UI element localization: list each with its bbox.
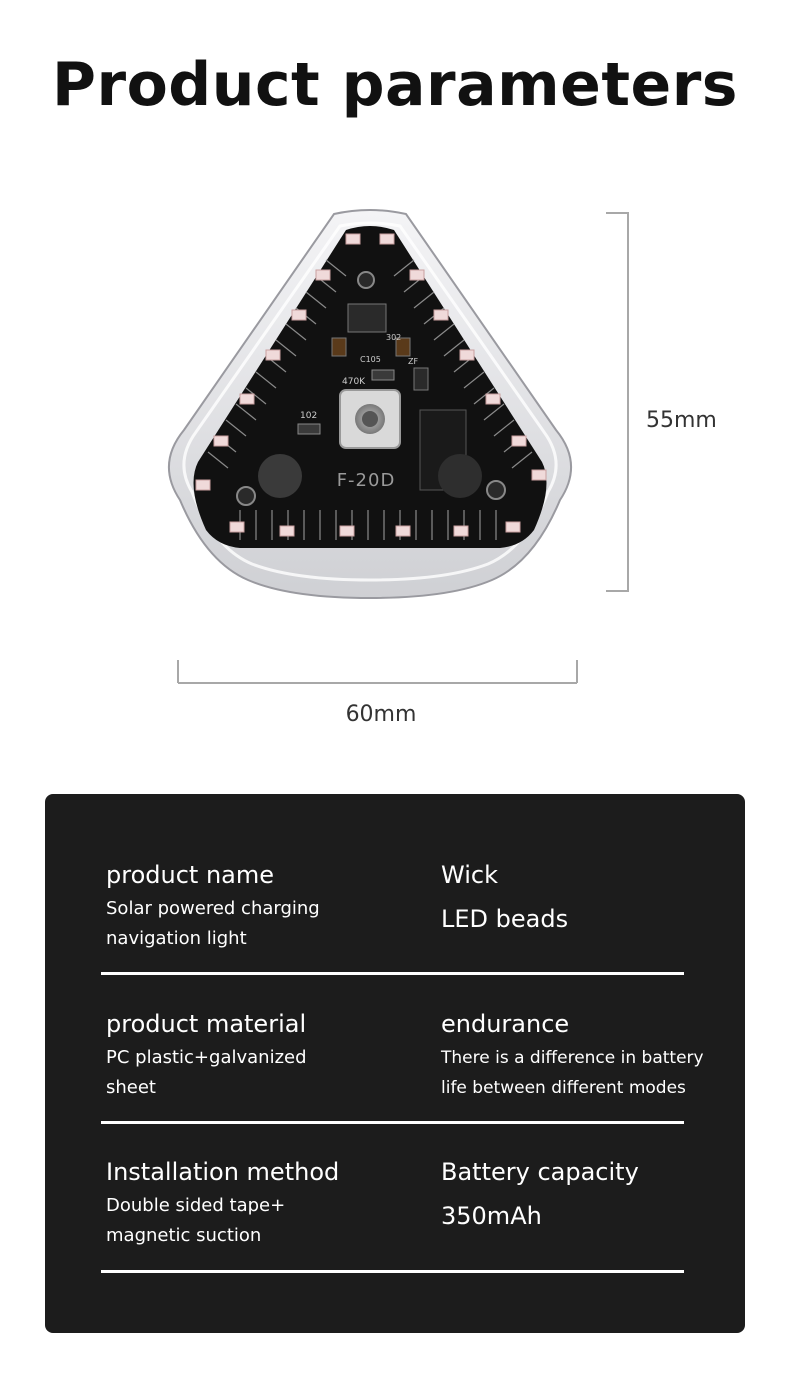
width-dimension-line [178,682,577,684]
spec-label: product name [106,861,274,889]
spec-label: product material [106,1010,307,1038]
led-beads [195,233,547,537]
width-dimension-tick-left [177,660,179,683]
pcb-label-c105: C105 [360,355,381,364]
model-label: F-20D [337,470,396,491]
spec-value: LED beads [441,905,569,933]
spec-label: Battery capacity [441,1158,639,1186]
spec-value: There is a difference in battery life be… [441,1048,704,1098]
spec-row: product name Solar powered charging navi… [45,860,745,1009]
spec-label: Installation method [106,1158,340,1186]
row-divider [101,972,684,975]
spec-label: endurance [441,1010,570,1038]
spec-cell-product-name: product name Solar powered charging navi… [106,860,406,954]
height-dimension-tick-top [606,212,628,214]
pcb-label-302: 302 [386,333,401,342]
spec-cell-battery-capacity: Battery capacity 350mAh [441,1157,731,1231]
spec-row: product material PC plastic+galvanized s… [45,1009,745,1158]
spec-row: Installation method Double sided tape+ m… [45,1157,745,1306]
height-dimension-line [627,212,629,592]
width-dimension-tick-right [576,660,578,683]
height-dimension-label: 55mm [646,408,717,433]
chip [347,303,387,333]
spec-cell-product-material: product material PC plastic+galvanized s… [106,1009,406,1103]
spec-value: 350mAh [441,1202,542,1230]
width-dimension-label: 60mm [345,702,417,727]
pcb-label-470k: 470K [342,377,366,387]
pcb-label-zf: ZF [408,357,418,366]
led-fins-left [207,259,347,469]
spec-value: PC plastic+galvanized sheet [106,1047,307,1098]
spec-panel: product name Solar powered charging navi… [45,794,745,1333]
spec-cell-installation-method: Installation method Double sided tape+ m… [106,1157,406,1251]
solder-pad-right [438,454,482,498]
spec-cell-endurance: endurance There is a difference in batte… [441,1009,731,1103]
height-dimension-tick-bottom [606,590,628,592]
solder-pad-left [258,454,302,498]
row-divider [101,1270,684,1273]
spec-cell-wick: Wick LED beads [441,860,731,934]
spec-value: Double sided tape+ magnetic suction [106,1195,286,1246]
pcb-label-102: 102 [300,411,317,421]
product-photo: F-20D 102 470K C105 302 ZF [168,209,572,600]
page-title: Product parameters [52,50,738,120]
spec-label: Wick [441,861,498,889]
spec-value: Solar powered charging navigation light [106,898,320,949]
row-divider [101,1121,684,1124]
